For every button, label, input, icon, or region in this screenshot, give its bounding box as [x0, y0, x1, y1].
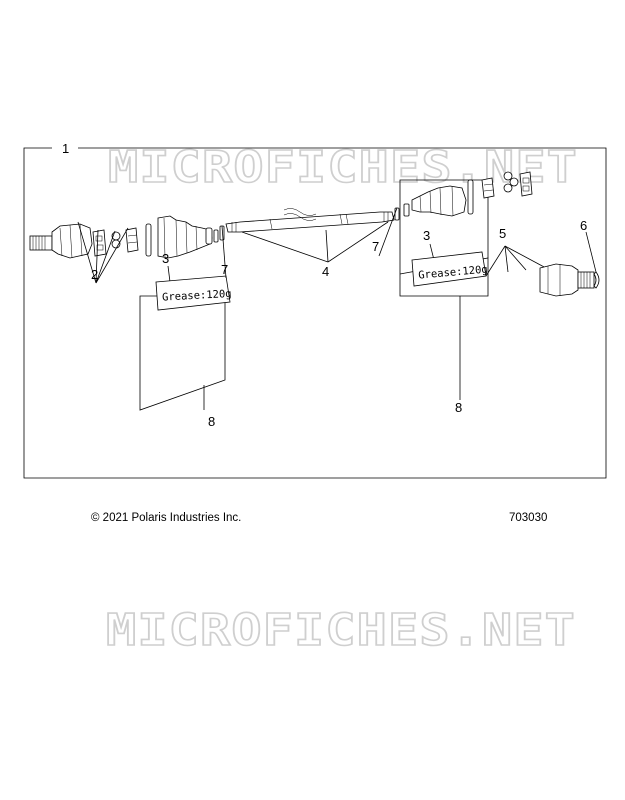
left-grease-pack	[155, 275, 231, 311]
part-4-axle-shaft	[225, 208, 395, 233]
part-6-snap-ring	[593, 271, 600, 289]
part-5-inner-joint-parts	[481, 171, 533, 199]
callout-3-left: 3	[162, 251, 169, 266]
watermark-top: MICROFICHES.NET	[108, 142, 578, 193]
left-boot-kit-box	[139, 295, 226, 411]
left-grease-label: Grease:120g	[162, 288, 232, 304]
left-cv-joint	[29, 223, 93, 259]
part-7-right-circlip	[394, 207, 400, 221]
right-cv-housing	[539, 263, 595, 297]
right-boot-kit	[403, 179, 474, 217]
callout-7-left: 7	[221, 262, 228, 277]
watermark-bottom: MICROFICHES.NET	[106, 605, 576, 656]
callout-1: 1	[62, 141, 69, 156]
left-boot-kit	[145, 215, 219, 259]
callout-8-left: 8	[208, 414, 215, 429]
callout-3-right: 3	[423, 228, 430, 243]
assembly-frame	[23, 147, 607, 479]
callout-7-right: 7	[372, 239, 379, 254]
drawing-number: 703030	[509, 512, 548, 524]
callout-4-leaders	[241, 221, 389, 263]
callout-2-leaders	[77, 221, 129, 284]
copyright-notice: © 2021 Polaris Industries Inc.	[91, 512, 242, 524]
callout-7-left-leader	[221, 225, 227, 279]
callout-6-leader	[585, 231, 597, 273]
callout-8-right: 8	[455, 400, 462, 415]
callout-7-right-leader	[378, 207, 398, 257]
callout-5: 5	[499, 226, 506, 241]
part-2-cage-and-balls	[92, 227, 139, 257]
callout-6: 6	[580, 218, 587, 233]
callout-5-leaders	[485, 245, 547, 277]
callout-2: 2	[91, 267, 98, 282]
callout-4: 4	[322, 264, 329, 279]
